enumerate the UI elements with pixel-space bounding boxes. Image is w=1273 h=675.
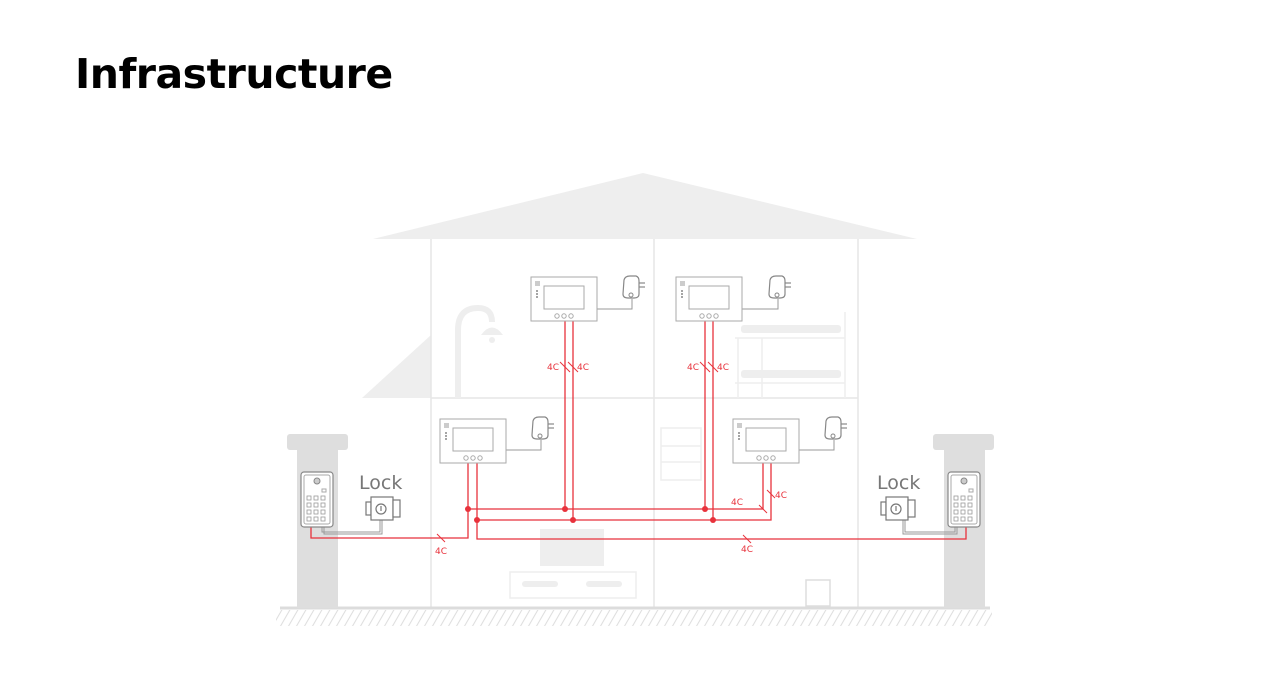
lock-icon xyxy=(365,496,401,521)
adapter-cables xyxy=(506,299,835,451)
power-adapter-icon xyxy=(824,416,848,440)
wire-label: 4C xyxy=(731,498,743,508)
furniture xyxy=(455,304,846,607)
wire-label: 4C xyxy=(435,547,447,557)
wire-label: 4C xyxy=(775,491,787,501)
wire-label: 4C xyxy=(577,363,589,373)
bunk-bed xyxy=(735,312,846,398)
ground-hatch xyxy=(276,610,992,626)
lock-wires xyxy=(321,520,958,535)
power-adapter-icon xyxy=(622,275,646,299)
outdoor-keypad-left xyxy=(300,471,334,528)
lock-label-right: Lock xyxy=(877,472,920,494)
tv xyxy=(540,529,604,566)
lock-icon xyxy=(880,496,916,521)
indoor-monitor-top-left xyxy=(530,276,598,322)
page-title: Infrastructure xyxy=(75,50,393,98)
wire-label: 4C xyxy=(687,363,699,373)
junction-dots xyxy=(465,506,716,523)
shelf xyxy=(660,427,702,481)
indoor-monitor-bottom-right xyxy=(732,418,800,464)
outdoor-keypad-right xyxy=(947,471,981,528)
side-roof xyxy=(362,335,431,398)
wire-label: 4C xyxy=(741,545,753,555)
lamp xyxy=(455,304,503,398)
wiring xyxy=(310,321,967,544)
power-adapter-icon xyxy=(531,416,555,440)
trash-bin xyxy=(805,579,831,607)
tv-cabinet xyxy=(509,571,637,599)
indoor-monitor-bottom-left xyxy=(439,418,507,464)
house xyxy=(276,173,992,626)
lock-label-left: Lock xyxy=(359,472,402,494)
indoor-monitor-top-right xyxy=(675,276,743,322)
roof xyxy=(373,173,917,239)
wire-label: 4C xyxy=(717,363,729,373)
power-adapter-icon xyxy=(768,275,792,299)
wire-label: 4C xyxy=(547,363,559,373)
